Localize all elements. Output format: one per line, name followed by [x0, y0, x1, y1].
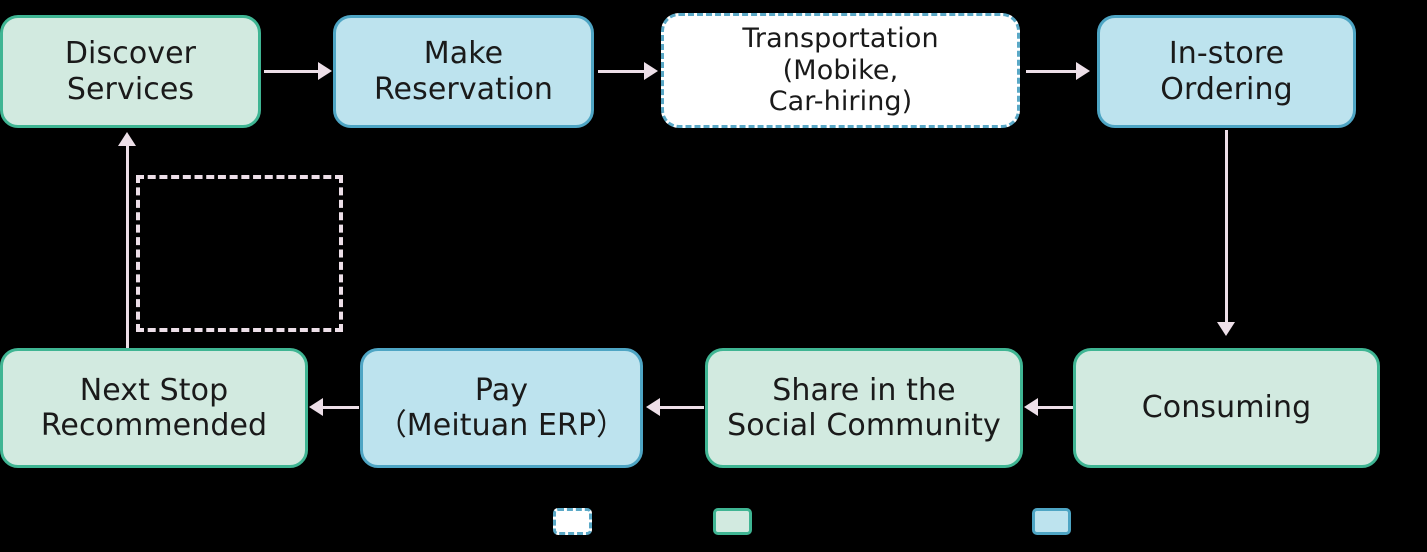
arrow-ordering-to-consuming-head — [1217, 322, 1235, 336]
arrow-discover-to-reservation-line — [264, 70, 320, 73]
node-make-reservation[interactable]: Make Reservation — [333, 15, 594, 128]
arrow-transportation-to-ordering-head — [1076, 62, 1090, 80]
node-consuming[interactable]: Consuming — [1073, 348, 1380, 468]
arrow-pay-to-next-stop-line — [321, 406, 359, 409]
arrow-next-stop-to-discover-line — [126, 146, 129, 348]
node-label-share-social-community: Share in the Social Community — [727, 372, 1001, 443]
node-discover-services[interactable]: Discover Services — [0, 15, 261, 128]
arrow-share-to-pay-head — [646, 398, 660, 416]
arrow-discover-to-reservation-head — [318, 62, 332, 80]
node-transportation[interactable]: Transportation (Mobike, Car-hiring) — [661, 13, 1020, 128]
node-label-transportation: Transportation (Mobike, Car-hiring) — [742, 22, 939, 118]
node-label-next-stop-recommended: Next Stop Recommended — [40, 372, 268, 443]
legend-swatch-blue[interactable] — [1032, 508, 1071, 535]
node-pay-meituan-erp[interactable]: Pay （Meituan ERP） — [360, 348, 643, 468]
node-label-in-store-ordering: In-store Ordering — [1160, 36, 1293, 107]
node-next-stop-recommended[interactable]: Next Stop Recommended — [0, 348, 308, 468]
node-in-store-ordering[interactable]: In-store Ordering — [1097, 15, 1356, 128]
arrow-pay-to-next-stop-head — [309, 398, 323, 416]
legend-swatch-white[interactable] — [553, 508, 592, 535]
arrow-ordering-to-consuming-line — [1225, 130, 1228, 326]
node-label-discover-services: Discover Services — [64, 36, 197, 107]
legend-swatch-green[interactable] — [713, 508, 752, 535]
node-label-pay-meituan-erp: Pay （Meituan ERP） — [376, 372, 627, 443]
arrow-next-stop-to-discover-head — [118, 132, 136, 146]
arrow-share-to-pay-line — [658, 406, 704, 409]
empty-dashed-region — [136, 175, 343, 332]
node-label-make-reservation: Make Reservation — [373, 36, 554, 107]
node-label-consuming: Consuming — [1141, 390, 1312, 426]
arrow-transportation-to-ordering-line — [1026, 70, 1078, 73]
arrow-consuming-to-share-head — [1024, 398, 1038, 416]
node-share-social-community[interactable]: Share in the Social Community — [705, 348, 1023, 468]
arrow-reservation-to-transportation-line — [598, 70, 646, 73]
arrow-consuming-to-share-line — [1036, 406, 1073, 409]
arrow-reservation-to-transportation-head — [644, 62, 658, 80]
